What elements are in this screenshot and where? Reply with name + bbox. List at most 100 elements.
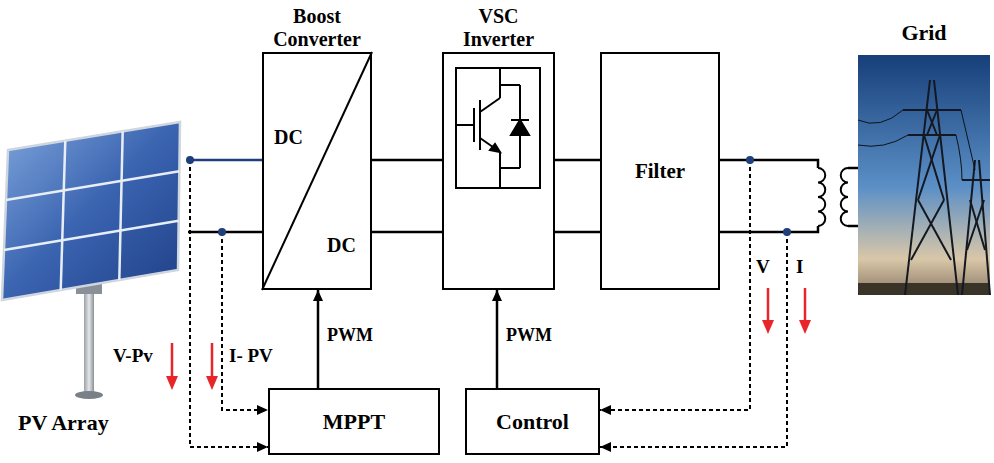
power-lines [956, 135, 962, 180]
igbt-symbol [456, 124, 474, 126]
box-title: Boost Converter [257, 5, 377, 51]
panel-grid [4, 221, 179, 250]
wire-segment [555, 159, 600, 162]
pylon [905, 80, 930, 295]
wire-segment [720, 226, 818, 232]
wire-segment [496, 290, 499, 388]
signal-line [186, 156, 268, 452]
box-title: VSC Inverter [451, 5, 547, 51]
power-lines [961, 110, 975, 170]
tap-dot [746, 156, 754, 164]
inverter-box: VSC Inverter [442, 52, 555, 290]
power-wire [492, 290, 502, 388]
power-lines [858, 110, 903, 123]
box-label: MPPT [270, 409, 438, 434]
pylon [908, 134, 956, 136]
signal-arrows [799, 320, 811, 334]
panel-face [2, 122, 180, 300]
solar-panel [2, 122, 180, 399]
wire-segment [372, 159, 442, 162]
transformer-symbol [818, 168, 848, 226]
signal-line [600, 156, 791, 452]
pylon [911, 200, 944, 260]
igbt-symbol [511, 120, 529, 135]
pylon [970, 200, 985, 250]
arrow-head [600, 405, 611, 415]
wire-segment [848, 167, 858, 170]
arrow-head [257, 442, 268, 452]
filter-box: Filter [600, 52, 720, 290]
pylon [903, 109, 961, 111]
igbt-symbol [490, 144, 500, 152]
wire-segment [555, 231, 600, 234]
igbt-symbol [499, 152, 501, 188]
converter-box: Boost ConverterDCDC [262, 52, 372, 290]
wire-segment [600, 160, 750, 410]
pylon [924, 135, 944, 200]
signal-arrows [211, 343, 214, 378]
power-lines [858, 110, 975, 180]
panel-pole [84, 290, 94, 395]
grid-sky [858, 55, 990, 295]
pv-array: PV Array [0, 110, 188, 440]
wire-segment [317, 290, 320, 388]
pole-base [75, 391, 103, 399]
igbt-symbol [456, 68, 540, 188]
wire-segment [848, 225, 858, 228]
arrow-head [492, 290, 502, 301]
grid-title: Grid [864, 20, 984, 45]
signal-arrows [762, 320, 774, 334]
array-label: PV Array [18, 410, 109, 435]
measurement-label: V [756, 256, 770, 278]
signal-arrows [171, 343, 174, 378]
wire-segment [372, 231, 442, 234]
igbt-symbol [473, 108, 475, 142]
measurement-label: I [796, 256, 803, 278]
measurement-label: I- PV [229, 345, 273, 367]
grid-picture [858, 55, 990, 295]
pylon [918, 135, 940, 200]
box-label: Filter [602, 159, 718, 183]
power-lines [858, 135, 908, 146]
pylon [918, 200, 951, 260]
pylon [962, 179, 990, 181]
signal-arrows [166, 376, 178, 390]
pylon [927, 110, 937, 135]
signal-arrows [206, 376, 218, 390]
port-label: DC [327, 234, 356, 257]
signal-arrows [804, 288, 807, 322]
panel-grid [119, 131, 122, 280]
grid-ground [858, 283, 990, 295]
wire-segment [188, 159, 262, 162]
power-wire [372, 160, 442, 232]
igbt-symbol [519, 135, 521, 168]
igbt-symbol [499, 68, 501, 98]
arrow-head [313, 290, 323, 301]
igbt-symbol [479, 100, 481, 150]
pylon [903, 80, 990, 295]
pylon [934, 80, 958, 295]
panel-grid [4, 131, 179, 290]
box-label: Control [467, 409, 598, 434]
transformer-symbol [818, 168, 825, 226]
signal-arrows [767, 288, 770, 322]
switch-frame [456, 68, 540, 188]
pylon [967, 200, 984, 250]
panel-grid [6, 171, 179, 200]
grid-picture-node: Grid [858, 55, 990, 295]
wire-segment [190, 160, 268, 447]
control-box: Control [465, 388, 600, 455]
measurement-label: V-Pv [113, 345, 153, 367]
transformer-symbol [841, 168, 848, 226]
wire-segment [600, 232, 787, 447]
signal-label: PWM [327, 325, 373, 346]
tap-dot [783, 228, 791, 236]
power-wire [720, 160, 858, 232]
tap-dot [218, 228, 226, 236]
igbt-symbol [500, 167, 520, 169]
mppt-box: MPPT [268, 388, 440, 455]
power-wire [188, 160, 262, 232]
